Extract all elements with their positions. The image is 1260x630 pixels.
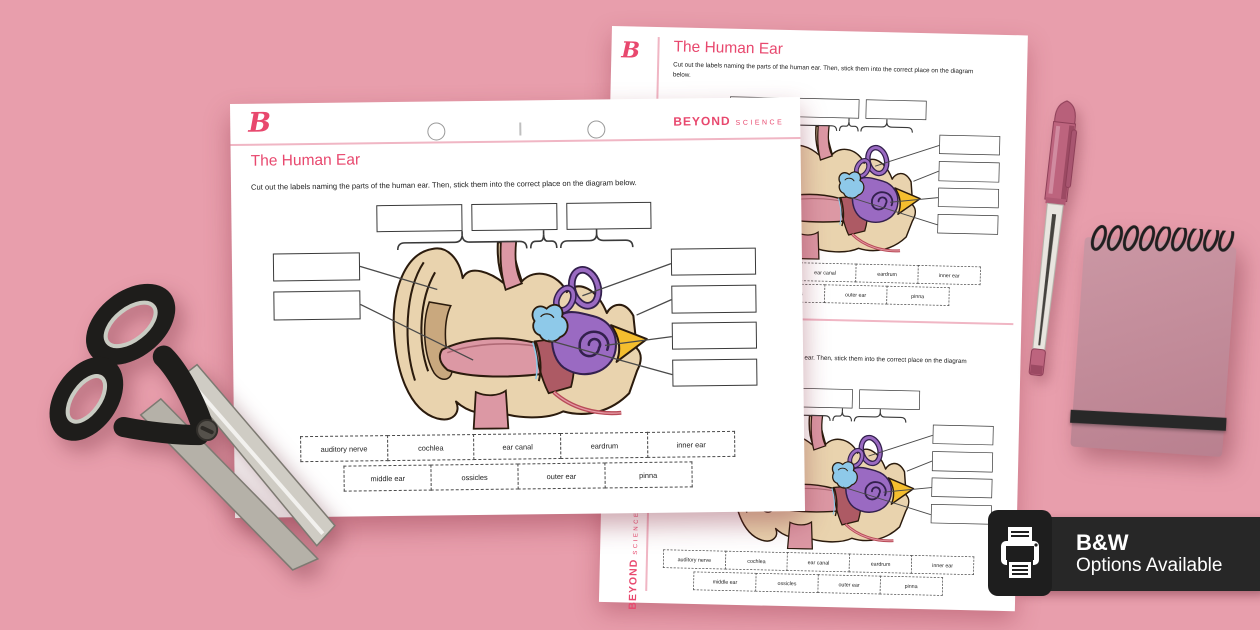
pen <box>1028 100 1078 377</box>
word-bank-label: pinna <box>879 575 943 596</box>
scissors <box>49 283 336 571</box>
word-bank-label: ossicles <box>430 463 519 491</box>
label-box-blank <box>671 284 757 314</box>
word-bank-label: outer ear <box>823 284 888 305</box>
label-box-blank <box>932 424 994 446</box>
label-box-blank <box>865 99 927 121</box>
bw-options-badge: B&W Options Available <box>1016 517 1260 591</box>
word-bank-label: inner ear <box>917 265 981 286</box>
word-bank-label: outer ear <box>817 574 881 595</box>
label-box-blank <box>931 451 994 473</box>
printer-icon <box>988 510 1052 596</box>
label-box-blank <box>858 389 921 411</box>
word-bank-label: eardrum <box>855 263 919 284</box>
word-bank-label: middle ear <box>693 571 757 592</box>
label-box-blank <box>672 358 758 387</box>
notepad <box>1070 221 1237 458</box>
label-box-blank <box>937 187 1000 209</box>
word-bank-label: cochlea <box>386 434 475 462</box>
label-box-blank <box>376 204 463 233</box>
word-bank-label: inner ear <box>910 555 975 576</box>
word-bank-label: cochlea <box>724 550 789 571</box>
badge-subtitle: Options Available <box>1076 555 1223 577</box>
ear-diagram <box>382 239 649 431</box>
label-box-blank <box>671 321 758 350</box>
word-bank-label: ossicles <box>755 572 819 593</box>
word-bank-label: ear canal <box>786 552 851 573</box>
word-bank-label: outer ear <box>517 462 606 490</box>
word-bank-label: eardrum <box>848 553 913 574</box>
word-bank-label: inner ear <box>647 430 736 458</box>
word-bank-label: pinna <box>604 461 693 489</box>
label-box-blank <box>670 247 757 276</box>
word-bank-label: pinna <box>886 285 950 306</box>
word-bank-label: ear canal <box>793 262 857 283</box>
label-box-blank <box>937 214 999 235</box>
word-bank-label: auditory nerve <box>662 549 727 570</box>
label-box-blank <box>797 97 860 119</box>
word-bank-label: eardrum <box>560 431 649 459</box>
badge-title: B&W <box>1076 529 1129 555</box>
label-box-blank <box>471 203 558 232</box>
word-bank-label: middle ear <box>343 464 432 492</box>
label-box-blank <box>930 503 992 525</box>
word-bank-label: ear canal <box>473 432 562 461</box>
label-box-blank <box>939 134 1001 156</box>
label-box-blank <box>566 201 652 230</box>
label-box-blank <box>938 161 1000 183</box>
label-box-blank <box>931 477 993 499</box>
